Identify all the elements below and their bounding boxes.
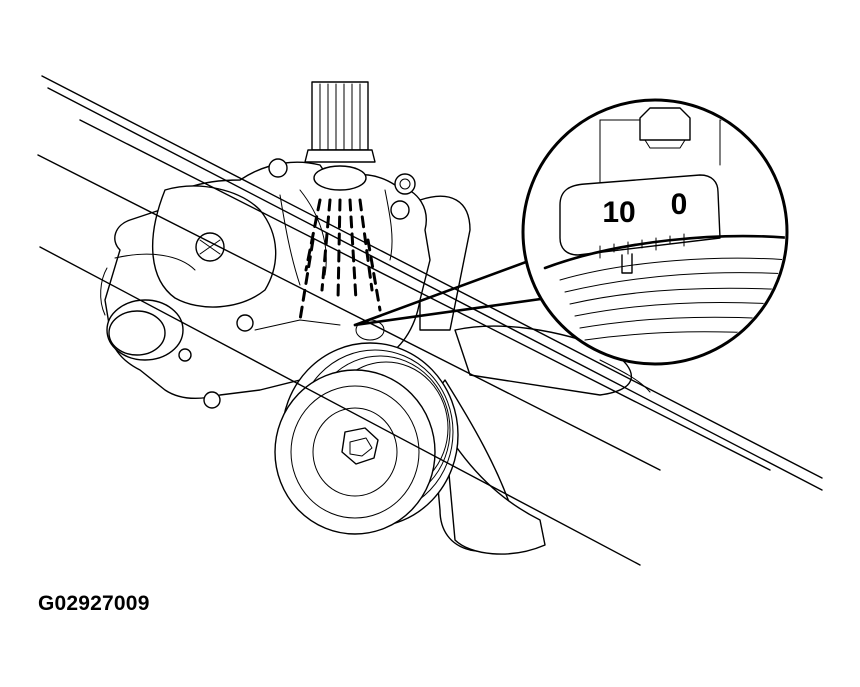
crankshaft-pulley	[274, 342, 459, 535]
coolant-spray	[298, 81, 382, 322]
magnified-detail: 10 0	[521, 98, 789, 366]
engine-front	[100, 158, 431, 409]
crankshaft-bolt	[341, 427, 379, 465]
timing-scale-label-10: 10	[602, 196, 635, 229]
timing-scale-label-0: 0	[671, 188, 688, 221]
callout-pointer	[353, 253, 550, 341]
timing-scale-plate	[559, 174, 721, 256]
pulley-notch	[621, 253, 633, 274]
figure-id-label: G02927009	[38, 592, 150, 615]
drive-belts	[37, 75, 823, 566]
